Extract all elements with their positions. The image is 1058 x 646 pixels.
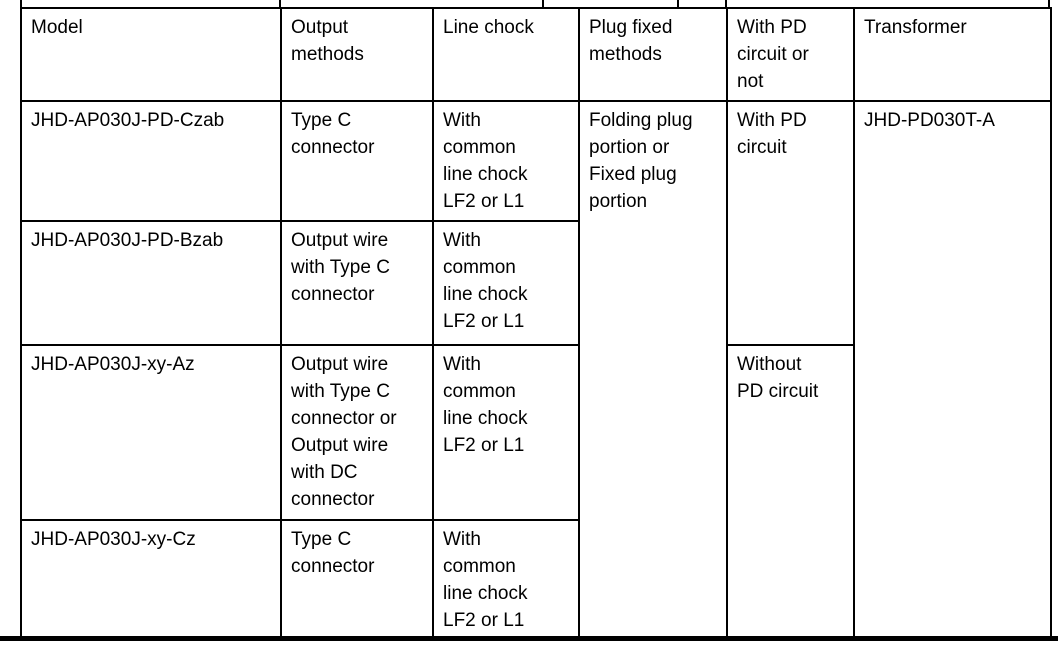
- model-cell: JHD-AP030J-PD-Bzab: [20, 220, 282, 346]
- output-method-cell: Type C connector: [280, 519, 434, 641]
- without-pd-circuit-cell: Without PD circuit: [726, 344, 855, 641]
- header-model: Model: [20, 7, 282, 102]
- header-plug-fixed-methods: Plug fixed methods: [578, 7, 728, 102]
- table-border-stub: [1048, 0, 1050, 9]
- table-border-stub: [542, 0, 544, 9]
- header-line-chock: Line chock: [432, 7, 580, 102]
- model-spec-table: Model Output methods Line chock Plug fix…: [20, 7, 1052, 641]
- table-row: JHD-AP030J-PD-Bzab Output wire with Type…: [20, 220, 1051, 346]
- table-border-stub: [279, 0, 281, 9]
- model-cell: JHD-AP030J-xy-Cz: [20, 519, 282, 641]
- line-chock-cell: With common line chock LF2 or L1: [432, 519, 580, 641]
- section-divider-line: [0, 636, 1058, 641]
- line-chock-cell: With common line chock LF2 or L1: [432, 220, 580, 346]
- output-method-cell: Output wire with Type C connector: [280, 220, 434, 346]
- header-output-methods: Output methods: [280, 7, 434, 102]
- plug-fixed-method-cell: Folding plug portion or Fixed plug porti…: [578, 100, 728, 641]
- model-cell: JHD-AP030J-xy-Az: [20, 344, 282, 521]
- table-header-row: Model Output methods Line chock Plug fix…: [20, 7, 1052, 102]
- output-method-cell: Type C connector: [280, 100, 434, 222]
- header-transformer: Transformer: [853, 7, 1052, 102]
- table-border-stub: [677, 0, 679, 9]
- table-border-stub: [725, 0, 727, 9]
- line-chock-cell: With common line chock LF2 or L1: [432, 344, 580, 521]
- table-row: JHD-AP030J-xy-Az Output wire with Type C…: [20, 344, 1051, 641]
- model-cell: JHD-AP030J-PD-Czab: [20, 100, 282, 222]
- with-pd-circuit-cell: With PD circuit: [726, 100, 855, 346]
- output-method-cell: Output wire with Type C connector or Out…: [280, 344, 434, 521]
- header-pd-circuit-or-not: With PD circuit or not: [726, 7, 855, 102]
- line-chock-cell: With common line chock LF2 or L1: [432, 100, 580, 222]
- table-row: JHD-AP030J-PD-Czab Type C connector With…: [20, 100, 1052, 641]
- table-border-stub: [20, 0, 22, 9]
- transformer-model-cell: JHD-PD030T-A: [853, 100, 1052, 641]
